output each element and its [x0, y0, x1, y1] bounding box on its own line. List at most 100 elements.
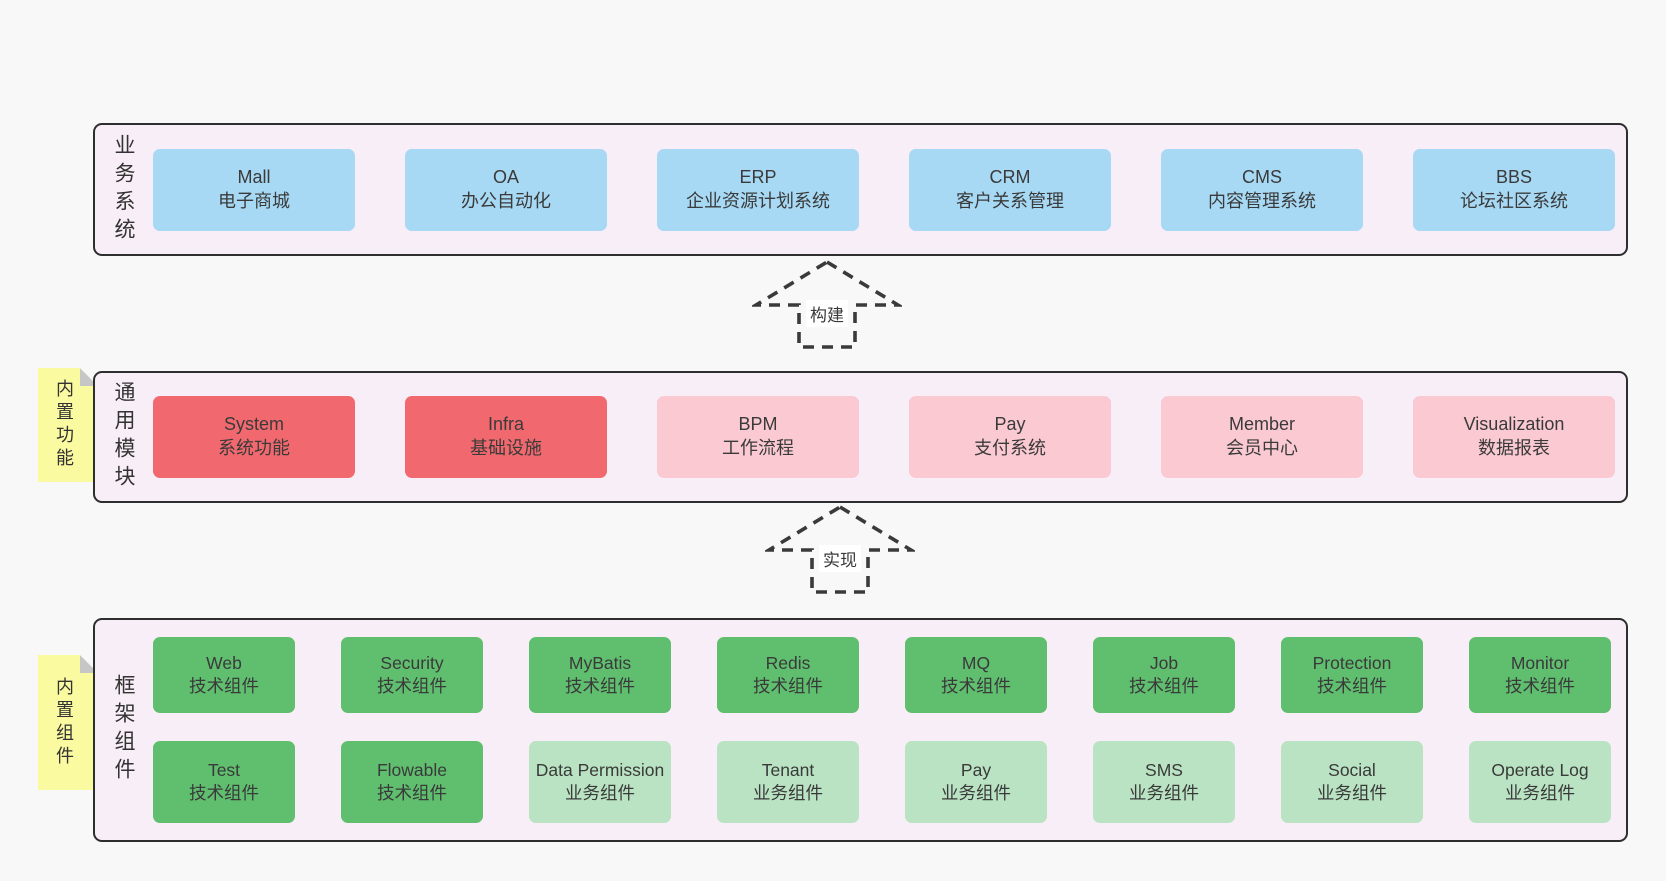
box-subtitle: 系统功能: [218, 438, 290, 458]
box-sms: SMS 业务组件: [1093, 741, 1235, 823]
box-visualization: Visualization 数据报表: [1413, 396, 1615, 478]
box-subtitle: 技术组件: [753, 676, 823, 696]
arrow-label: 构建: [806, 300, 848, 327]
layer-side-label: 框架组件: [112, 674, 135, 786]
box-tenant: Tenant 业务组件: [717, 741, 859, 823]
box-subtitle: 技术组件: [377, 676, 447, 696]
box-subtitle: 业务组件: [941, 783, 1011, 803]
box-pay-business: Pay 业务组件: [905, 741, 1047, 823]
box-erp: ERP 企业资源计划系统: [657, 148, 859, 231]
box-title: OA: [492, 166, 519, 187]
box-security: Security 技术组件: [341, 637, 483, 713]
arrow-build: 构建: [752, 258, 902, 350]
box-subtitle: 论坛社区系统: [1460, 190, 1568, 211]
box-pay: Pay 支付系统: [909, 396, 1111, 478]
box-subtitle: 技术组件: [377, 783, 447, 803]
box-title: Pay: [994, 414, 1026, 435]
box-title: System: [223, 414, 284, 435]
box-title: Operate Log: [1491, 759, 1589, 780]
box-title: Flowable: [376, 759, 448, 780]
box-subtitle: 技术组件: [565, 676, 635, 696]
sticky-note-label: 内置功能: [54, 379, 74, 471]
box-subtitle: 工作流程: [722, 438, 794, 458]
box-title: Social: [1328, 759, 1376, 780]
box-protection: Protection 技术组件: [1281, 637, 1423, 713]
box-subtitle: 基础设施: [470, 438, 542, 458]
box-data-permission: Data Permission 业务组件: [529, 741, 671, 823]
box-title: SMS: [1145, 759, 1183, 780]
box-subtitle: 业务组件: [1129, 783, 1199, 803]
box-title: Security: [380, 652, 444, 673]
box-subtitle: 技术组件: [941, 676, 1011, 696]
box-subtitle: 办公自动化: [461, 190, 551, 211]
box-mall: Mall 电子商城: [153, 148, 355, 231]
box-subtitle: 技术组件: [1317, 676, 1387, 696]
box-operate-log: Operate Log 业务组件: [1469, 741, 1611, 823]
box-subtitle: 技术组件: [1505, 676, 1575, 696]
box-test: Test 技术组件: [153, 741, 295, 823]
box-subtitle: 数据报表: [1478, 438, 1550, 458]
box-title: Data Permission: [535, 759, 665, 780]
box-flowable: Flowable 技术组件: [341, 741, 483, 823]
box-infra: Infra 基础设施: [405, 396, 607, 478]
layer-business-systems: 业务系统 Mall 电子商城 OA 办公自动化 ERP 企业资源计划系统 CRM…: [93, 123, 1628, 256]
box-crm: CRM 客户关系管理: [909, 148, 1111, 231]
box-subtitle: 会员中心: [1226, 438, 1298, 458]
box-subtitle: 支付系统: [974, 438, 1046, 458]
box-title: Web: [206, 652, 242, 673]
box-mq: MQ 技术组件: [905, 637, 1047, 713]
box-title: Infra: [487, 414, 525, 435]
box-title: Member: [1228, 414, 1295, 435]
box-web: Web 技术组件: [153, 637, 295, 713]
box-title: Protection: [1312, 652, 1392, 673]
layer-side-label: 通用模块: [112, 381, 135, 493]
box-subtitle: 技术组件: [189, 783, 259, 803]
box-title: Mall: [237, 166, 271, 187]
box-title: Job: [1149, 652, 1179, 673]
box-bbs: BBS 论坛社区系统: [1413, 148, 1615, 231]
box-title: ERP: [739, 166, 777, 187]
arrow-label: 实现: [819, 545, 861, 572]
box-subtitle: 业务组件: [1317, 783, 1387, 803]
box-subtitle: 内容管理系统: [1208, 190, 1316, 211]
box-title: MyBatis: [568, 652, 632, 673]
box-member: Member 会员中心: [1161, 396, 1363, 478]
box-subtitle: 电子商城: [218, 190, 290, 211]
up-arrow-icon: [765, 504, 915, 594]
layer-side-label: 业务系统: [112, 133, 135, 246]
box-bpm: BPM 工作流程: [657, 396, 859, 478]
box-title: Test: [207, 759, 241, 780]
box-mybatis: MyBatis 技术组件: [529, 637, 671, 713]
box-subtitle: 业务组件: [753, 783, 823, 803]
box-subtitle: 业务组件: [565, 783, 635, 803]
up-arrow-icon: [752, 259, 902, 349]
sticky-note-label: 内置组件: [54, 676, 74, 769]
box-title: Pay: [960, 759, 992, 780]
box-title: BBS: [1495, 166, 1533, 187]
box-title: Visualization: [1463, 414, 1565, 435]
box-subtitle: 业务组件: [1505, 783, 1575, 803]
box-title: CRM: [989, 166, 1031, 187]
box-redis: Redis 技术组件: [717, 637, 859, 713]
arrow-implement: 实现: [765, 503, 915, 595]
layer-framework-components: 框架组件 Web 技术组件 Security 技术组件 MyBatis 技术组件…: [93, 618, 1628, 842]
box-title: Tenant: [761, 759, 815, 780]
sticky-note-built-in-features: 内置功能: [38, 368, 98, 482]
box-title: Monitor: [1510, 652, 1570, 673]
box-title: CMS: [1242, 166, 1282, 187]
box-title: BPM: [738, 414, 778, 435]
box-title: Redis: [765, 652, 811, 673]
sticky-note-built-in-components: 内置组件: [38, 655, 98, 790]
box-subtitle: 客户关系管理: [956, 190, 1064, 211]
box-subtitle: 企业资源计划系统: [686, 190, 830, 211]
box-social: Social 业务组件: [1281, 741, 1423, 823]
box-monitor: Monitor 技术组件: [1469, 637, 1611, 713]
layer-common-modules: 通用模块 System 系统功能 Infra 基础设施 BPM 工作流程 Pay…: [93, 371, 1628, 503]
box-cms: CMS 内容管理系统: [1161, 148, 1363, 231]
box-title: MQ: [961, 652, 991, 673]
box-oa: OA 办公自动化: [405, 148, 607, 231]
box-job: Job 技术组件: [1093, 637, 1235, 713]
box-subtitle: 技术组件: [189, 676, 259, 696]
box-system: System 系统功能: [153, 396, 355, 478]
box-subtitle: 技术组件: [1129, 676, 1199, 696]
